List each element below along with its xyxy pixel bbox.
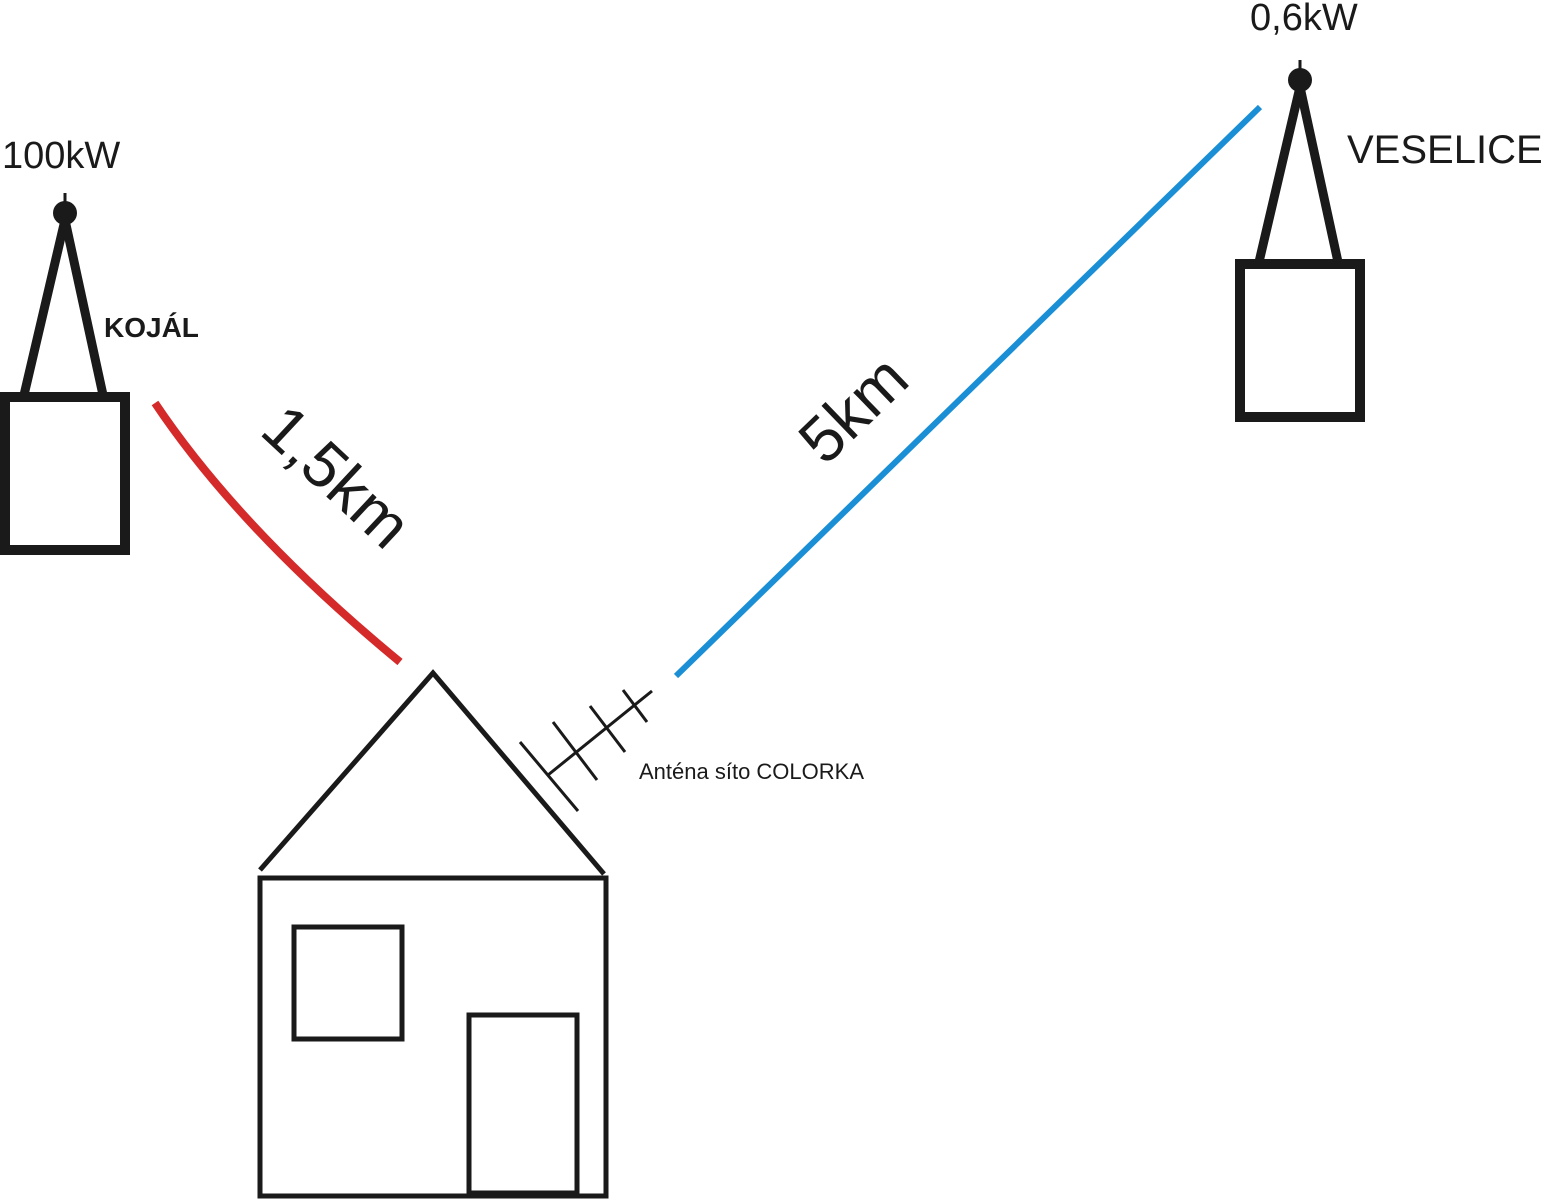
house-door bbox=[466, 1012, 580, 1196]
kojal-power-label: 100kW bbox=[2, 135, 120, 177]
antenna-element-1 bbox=[551, 721, 599, 781]
kojal-signal-path bbox=[151, 400, 403, 666]
antenna-icon bbox=[518, 689, 653, 812]
kojal-mast-tip-icon bbox=[53, 201, 77, 225]
kojal-mast-left-leg bbox=[19, 218, 70, 397]
veselice-mast-right-leg bbox=[1295, 86, 1343, 263]
antenna-boom bbox=[547, 689, 653, 777]
house bbox=[257, 669, 609, 1199]
veselice-power-label: 0,6kW bbox=[1250, 0, 1358, 39]
antenna-reflector bbox=[518, 741, 580, 812]
veselice-transmitter: 0,6kW VESELICE bbox=[1235, 0, 1543, 422]
veselice-name-label: VESELICE bbox=[1347, 128, 1543, 172]
house-wall bbox=[257, 875, 609, 1199]
antenna-element-3 bbox=[621, 689, 649, 723]
house-window bbox=[291, 924, 405, 1042]
veselice-mast-tip-icon bbox=[1288, 68, 1312, 92]
kojal-transmitter: 100kW KOJÁL bbox=[0, 135, 199, 555]
veselice-signal-path bbox=[673, 104, 1263, 679]
veselice-mast-left-leg bbox=[1254, 85, 1305, 264]
kojal-name-label: KOJÁL bbox=[104, 312, 199, 343]
antenna-element-2 bbox=[588, 705, 627, 753]
veselice-building bbox=[1235, 259, 1365, 422]
kojal-mast-right-leg bbox=[60, 219, 108, 396]
kojal-building bbox=[0, 392, 130, 555]
house-roof bbox=[258, 669, 606, 876]
kojal-distance-label: 1,5km bbox=[248, 391, 425, 563]
antenna-label: Anténa síto COLORKA bbox=[639, 759, 864, 784]
